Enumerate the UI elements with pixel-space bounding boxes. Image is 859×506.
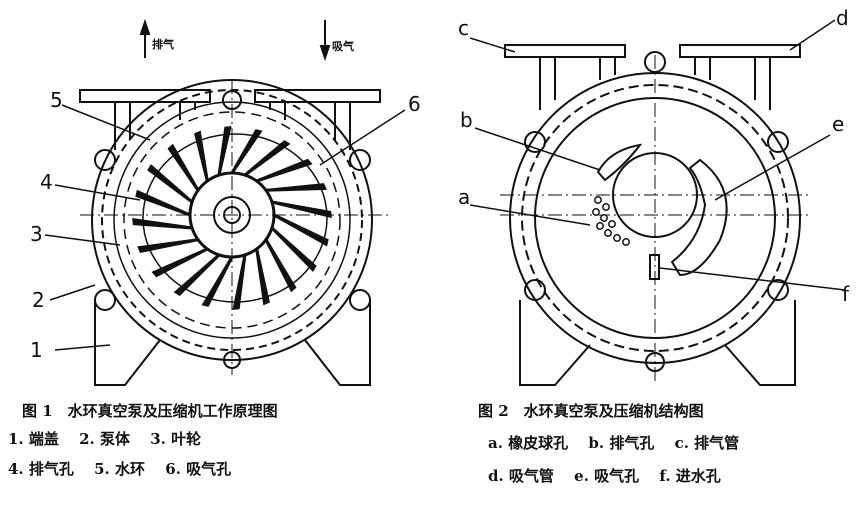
marker-3: 3 [30,222,43,246]
legend-item: c. 排气管 [674,434,740,452]
marker-a: a [458,185,471,209]
rubber-ball-hole [600,214,608,222]
marker-d: d [836,6,849,30]
legend-item: 1. 端盖 [8,430,59,448]
impeller-blade [147,164,194,204]
rubber-ball-hole [594,196,602,204]
legend-item: 5. 水环 [94,460,146,478]
legend-item: d. 吸气管 [488,467,554,485]
impeller-blade [270,226,317,272]
impeller-blade [132,218,193,230]
intake-label: 吸气 [332,40,354,53]
impeller-blade [137,238,199,253]
legend-item: 2. 泵体 [79,430,131,448]
rubber-ball-hole [604,229,612,237]
marker-f: f [842,282,850,306]
exhaust-port [596,143,643,182]
impeller-blade [264,238,297,293]
rubber-ball-hole [613,234,621,242]
marker-c: c [458,16,469,40]
marker-5: 5 [50,88,63,112]
water-inlet-hole [649,254,660,280]
legend-item: f. 进水孔 [659,467,721,485]
impeller-blade [194,130,209,182]
rubber-ball-hole [596,222,604,230]
legend-item: 3. 叶轮 [150,430,202,448]
rubber-ball-holes [592,196,630,246]
figure2-pump-drawing [469,19,846,386]
exhaust-label: 排气 [152,38,174,51]
legend-item: a. 橡皮球孔 [488,434,569,452]
figure2-caption: 图 2 水环真空泵及压缩机结构图 [478,402,704,420]
marker-b: b [460,108,473,132]
legend-item: 4. 排气孔 [8,460,74,478]
impeller-blade [265,183,327,192]
rubber-ball-hole [622,238,630,246]
marker-2: 2 [32,288,45,312]
exhaust-pipe-flange [504,44,626,58]
figure2-legend-row1: a. 橡皮球孔 b. 排气孔 c. 排气管 [488,432,739,453]
impeller-blade [273,213,329,247]
intake-flange [254,89,381,103]
intake-pipe-flange [679,44,801,58]
impeller-blade [232,254,247,310]
rubber-ball-hole [608,220,616,228]
figure1-pump-drawing [44,18,406,386]
figure1-legend-row2: 4. 排气孔 5. 水环 6. 吸气孔 [8,458,231,479]
marker-4: 4 [40,170,53,194]
impeller-blade [256,158,313,183]
impeller-blade [255,248,270,306]
intake-port [670,158,728,277]
marker-1: 1 [30,338,43,362]
legend-item: b. 排气孔 [588,434,655,452]
impeller-blade [135,189,191,217]
rubber-ball-hole [602,203,610,211]
impeller-blade [167,143,200,192]
marker-e: e [832,112,845,136]
legend-item: e. 吸气孔 [574,467,640,485]
exhaust-flange [79,89,211,103]
figure1-legend-row1: 1. 端盖 2. 泵体 3. 叶轮 [8,428,201,449]
impeller-blade [230,129,263,174]
marker-6: 6 [408,92,421,116]
impeller-blade [201,256,234,307]
rubber-ball-hole [592,208,600,216]
legend-item: 6. 吸气孔 [165,460,232,478]
impeller-blade [217,126,232,176]
impeller-blade [271,200,332,219]
impeller-blade [173,253,221,296]
figure2-legend-row2: d. 吸气管 e. 吸气孔 f. 进水孔 [488,465,721,486]
impeller-blade [244,140,291,177]
figure1-caption: 图 1 水环真空泵及压缩机工作原理图 [22,402,278,420]
impeller-blade [151,247,209,278]
impeller-blades [132,126,332,310]
